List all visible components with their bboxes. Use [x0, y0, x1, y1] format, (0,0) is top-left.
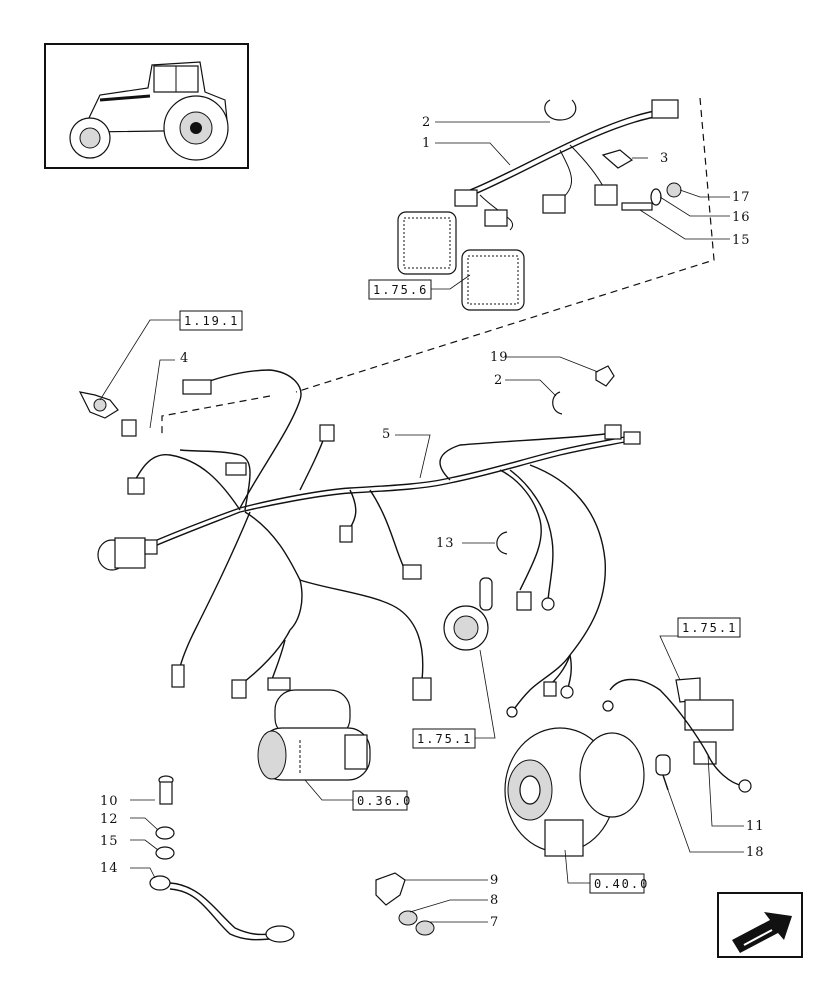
svg-text:1.75.6: 1.75.6: [373, 283, 428, 297]
horn-part[interactable]: [443, 577, 493, 651]
svg-text:1.19.1: 1.19.1: [184, 314, 239, 328]
clip-part[interactable]: [496, 531, 508, 555]
starter-motor[interactable]: [257, 689, 371, 781]
bracket-part[interactable]: [601, 149, 634, 169]
callout-2: 2: [422, 115, 431, 130]
clamp-part[interactable]: [375, 872, 406, 906]
ref-box-1-75-6[interactable]: 1.75.6: [368, 279, 432, 300]
callout-2: 2: [494, 373, 503, 388]
callout-16: 16: [732, 210, 751, 225]
svg-text:1.75.1: 1.75.1: [682, 621, 737, 635]
ref-box-0-40-0[interactable]: 0.40.0: [589, 873, 649, 894]
cable-18[interactable]: [655, 754, 671, 791]
callout-15: 15: [732, 233, 751, 248]
nut-part[interactable]: [415, 920, 435, 936]
callout-numbers: 2 1 3 17 16 15 4 5 19 2 13 10 12 15 14 9…: [100, 115, 765, 930]
callout-19: 19: [490, 350, 509, 365]
callout-15: 15: [100, 834, 119, 849]
callout-12: 12: [100, 812, 119, 827]
ref-box-1-75-1-relay[interactable]: 1.75.1: [677, 617, 741, 638]
callout-14: 14: [100, 861, 119, 876]
washer-part[interactable]: [155, 826, 175, 840]
svg-text:0.40.0: 0.40.0: [594, 877, 649, 891]
callout-11: 11: [746, 819, 765, 834]
callout-5: 5: [382, 427, 391, 442]
svg-text:1.75.1: 1.75.1: [417, 732, 472, 746]
callout-17: 17: [732, 190, 751, 205]
clip-part[interactable]: [544, 99, 577, 121]
callout-13: 13: [436, 536, 455, 551]
work-lights[interactable]: [397, 211, 525, 311]
bolt-washer-nut[interactable]: [621, 182, 682, 211]
arrow-back-icon[interactable]: [717, 892, 803, 958]
callout-3: 3: [660, 151, 669, 166]
sensor-switch[interactable]: [78, 391, 119, 419]
callout-9: 9: [490, 873, 499, 888]
callout-8: 8: [490, 893, 499, 908]
tractor-thumbnail-icon[interactable]: [44, 43, 249, 169]
callout-10: 10: [100, 794, 119, 809]
svg-text:0.36.0: 0.36.0: [357, 794, 412, 808]
relay-assembly[interactable]: [602, 677, 752, 793]
clip-part[interactable]: [552, 391, 563, 415]
p-clip-part[interactable]: [595, 365, 615, 387]
ref-box-1-19-1[interactable]: 1.19.1: [179, 310, 243, 331]
harness-connectors[interactable]: [97, 379, 641, 718]
callout-7: 7: [490, 915, 499, 930]
washer-part[interactable]: [398, 910, 418, 926]
nut-part[interactable]: [155, 846, 175, 860]
alternator[interactable]: [504, 727, 645, 857]
harness-cab-light[interactable]: [454, 99, 679, 231]
bolt-part[interactable]: [158, 775, 174, 805]
reference-boxes: 1.75.6 1.19.1 1.75.1 1.75.1 0.36.0 0.40.…: [179, 279, 741, 894]
callout-18: 18: [746, 845, 765, 860]
callout-1: 1: [422, 136, 431, 151]
ref-box-0-36-0[interactable]: 0.36.0: [352, 790, 412, 811]
ground-cable[interactable]: [149, 875, 295, 943]
ref-box-1-75-1-horn[interactable]: 1.75.1: [412, 728, 476, 749]
main-wiring-harness[interactable]: [129, 369, 631, 713]
callout-4: 4: [180, 351, 189, 366]
